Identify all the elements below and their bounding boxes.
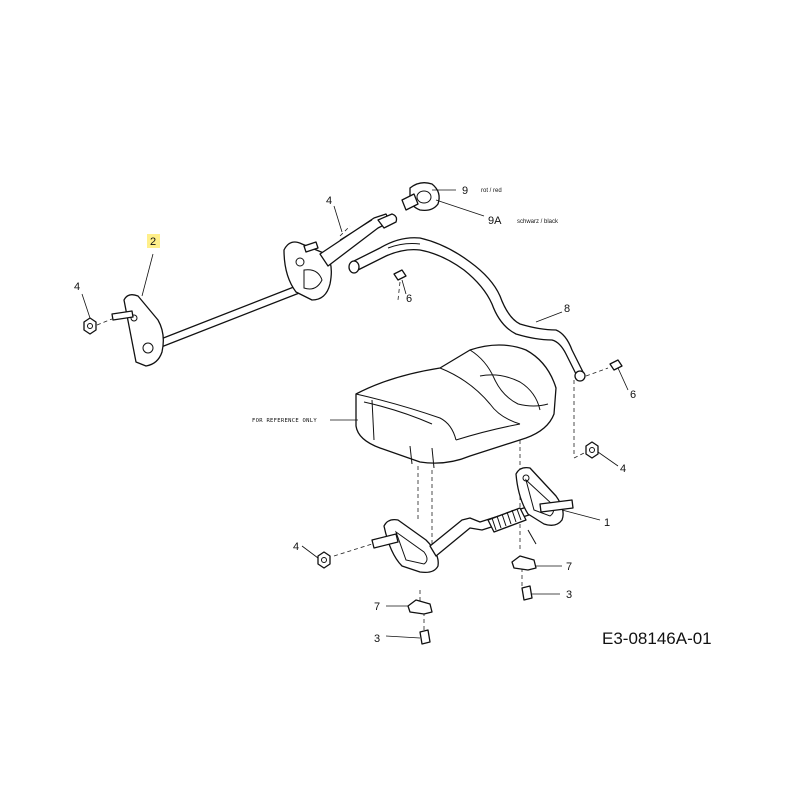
spring-coils xyxy=(491,508,522,531)
deck-body xyxy=(355,344,557,464)
assembly-line xyxy=(339,225,351,237)
assembly-line xyxy=(333,543,373,557)
highlighted-part-marker xyxy=(147,234,160,248)
deck-edge xyxy=(355,393,457,441)
grip-stem xyxy=(401,193,419,211)
rear-axle-rod xyxy=(147,282,308,352)
deck-notch-2 xyxy=(431,447,435,469)
torsion-spring xyxy=(487,507,527,533)
callout-9a[interactable]: 9A xyxy=(488,215,502,227)
grip-ring xyxy=(416,190,432,204)
callout-2[interactable]: 2 xyxy=(150,236,156,248)
callout-4-left[interactable]: 4 xyxy=(74,281,80,293)
bracket-hole xyxy=(142,342,154,354)
note-black: schwarz / black xyxy=(517,219,559,225)
callout-4-right[interactable]: 4 xyxy=(620,463,626,475)
deck-rib-4 xyxy=(455,423,521,441)
deck-rib xyxy=(439,367,521,425)
rod-pin xyxy=(527,529,537,545)
assembly-line xyxy=(96,318,113,326)
plate-cutout xyxy=(394,530,428,565)
nut-bore xyxy=(321,557,327,563)
callout-1[interactable]: 1 xyxy=(604,517,610,529)
front-left-hex-nut xyxy=(317,551,331,569)
left-stub-axle xyxy=(111,310,134,321)
front-left-stub-axle xyxy=(371,533,399,549)
mounting-clip-right xyxy=(511,555,537,571)
rear-axle-rod-assembly xyxy=(83,282,308,367)
note-red: rot / red xyxy=(481,188,502,194)
mower-deck-reference xyxy=(330,344,557,469)
screw-front-right xyxy=(521,585,533,601)
callout-3-left[interactable]: 3 xyxy=(374,633,380,645)
assembly-line xyxy=(573,451,587,459)
screw-right xyxy=(609,359,623,371)
deck-notch xyxy=(409,445,413,465)
callout-7-right[interactable]: 7 xyxy=(566,561,572,573)
assembly-line xyxy=(397,281,401,301)
front-axle-assembly xyxy=(371,466,574,574)
plate-pivot xyxy=(522,474,530,482)
front-right-hex-nut xyxy=(585,441,599,459)
height-lever-assembly xyxy=(283,213,398,301)
tube-end-right xyxy=(574,370,586,382)
callout-7-left[interactable]: 7 xyxy=(374,601,380,613)
front-right-stub-axle xyxy=(539,499,574,513)
deck-rib-3 xyxy=(363,401,433,425)
handle-grip xyxy=(401,182,440,212)
drawing-code: E3-08146A-01 xyxy=(602,629,712,648)
bracket-pivot xyxy=(130,314,138,322)
callout-6-right[interactable]: 6 xyxy=(630,389,636,401)
left-hex-nut xyxy=(83,317,97,335)
callout-9[interactable]: 9 xyxy=(462,185,468,197)
callout-8[interactable]: 8 xyxy=(564,303,570,315)
lever-grip-line xyxy=(339,219,373,241)
handle-tube-assembly xyxy=(348,237,623,382)
screw-upper xyxy=(393,269,407,281)
callout-4-front[interactable]: 4 xyxy=(293,541,299,553)
bracket-hole-upper xyxy=(295,257,305,267)
callout-4-top[interactable]: 4 xyxy=(326,195,332,207)
callout-3-right[interactable]: 3 xyxy=(566,589,572,601)
leader-lines xyxy=(81,189,629,639)
lever-knob xyxy=(377,213,398,229)
deck-rib-2 xyxy=(469,349,549,407)
nut-bore xyxy=(589,447,595,453)
callout-6-upper[interactable]: 6 xyxy=(406,293,412,305)
mounting-clip-left xyxy=(407,599,433,615)
assembly-line xyxy=(585,367,609,377)
nut-bore xyxy=(87,323,93,329)
bracket-slot xyxy=(303,269,323,290)
left-wheel-bracket xyxy=(123,294,164,367)
tube-end-left xyxy=(348,260,360,274)
lever-bracket-plate xyxy=(283,241,332,301)
tube-highlight xyxy=(387,243,421,249)
reference-note: FOR REFERENCE ONLY xyxy=(252,418,317,424)
bracket-bolt xyxy=(303,241,319,253)
screw-front-left xyxy=(419,629,431,645)
deck-rib-6 xyxy=(479,374,541,411)
deck-rib-5 xyxy=(371,399,375,441)
